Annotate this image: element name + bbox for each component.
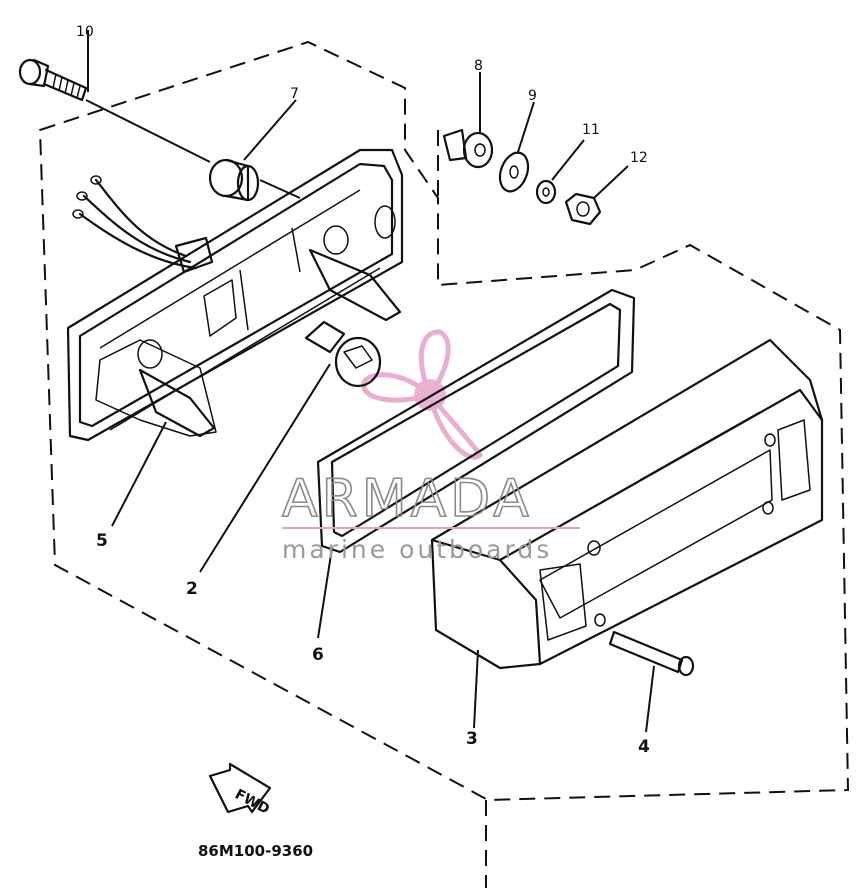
callout-9: 9 [528,88,537,104]
part-12-nut [564,192,602,226]
leader-7 [243,99,297,161]
part-11-lock-washer [535,179,557,205]
callout-10: 10 [76,24,94,40]
leader-3 [473,649,479,729]
axis-line-10 [85,99,301,199]
leader-12 [593,165,629,199]
leader-11 [551,139,585,181]
callout-7: 7 [290,86,299,102]
watermark-brand: ARMADA [282,469,533,529]
leader-6 [317,547,333,639]
assembly-boundary-outline [38,40,850,802]
diagram-code: 86M100-9360 [198,842,313,860]
part-5-lamp-housing [66,148,404,442]
callout-8: 8 [474,58,483,74]
watermark-logo [361,329,484,460]
wiring-harness [72,175,214,274]
part-2-bulb [304,320,382,388]
callout-11: 11 [582,122,600,138]
part-7-grommet [208,158,260,202]
part-6-gasket [316,288,636,554]
callout-3: 3 [466,729,478,749]
leader-5 [111,421,167,527]
leader-2 [199,363,331,573]
part-10-screw [18,58,88,102]
fwd-arrow: FWD [208,762,272,818]
callout-5: 5 [96,531,108,551]
callout-12: 12 [630,150,648,166]
callout-4: 4 [638,737,650,757]
part-3-lens [430,338,824,670]
part-9-washer [498,151,530,193]
leader-4 [645,665,655,733]
watermark-tagline: marine outboards [282,535,552,564]
callout-6: 6 [312,645,324,665]
leader-9 [517,101,535,153]
part-4-screw [608,630,695,677]
callout-2: 2 [186,579,198,599]
part-8-collar [442,128,494,169]
